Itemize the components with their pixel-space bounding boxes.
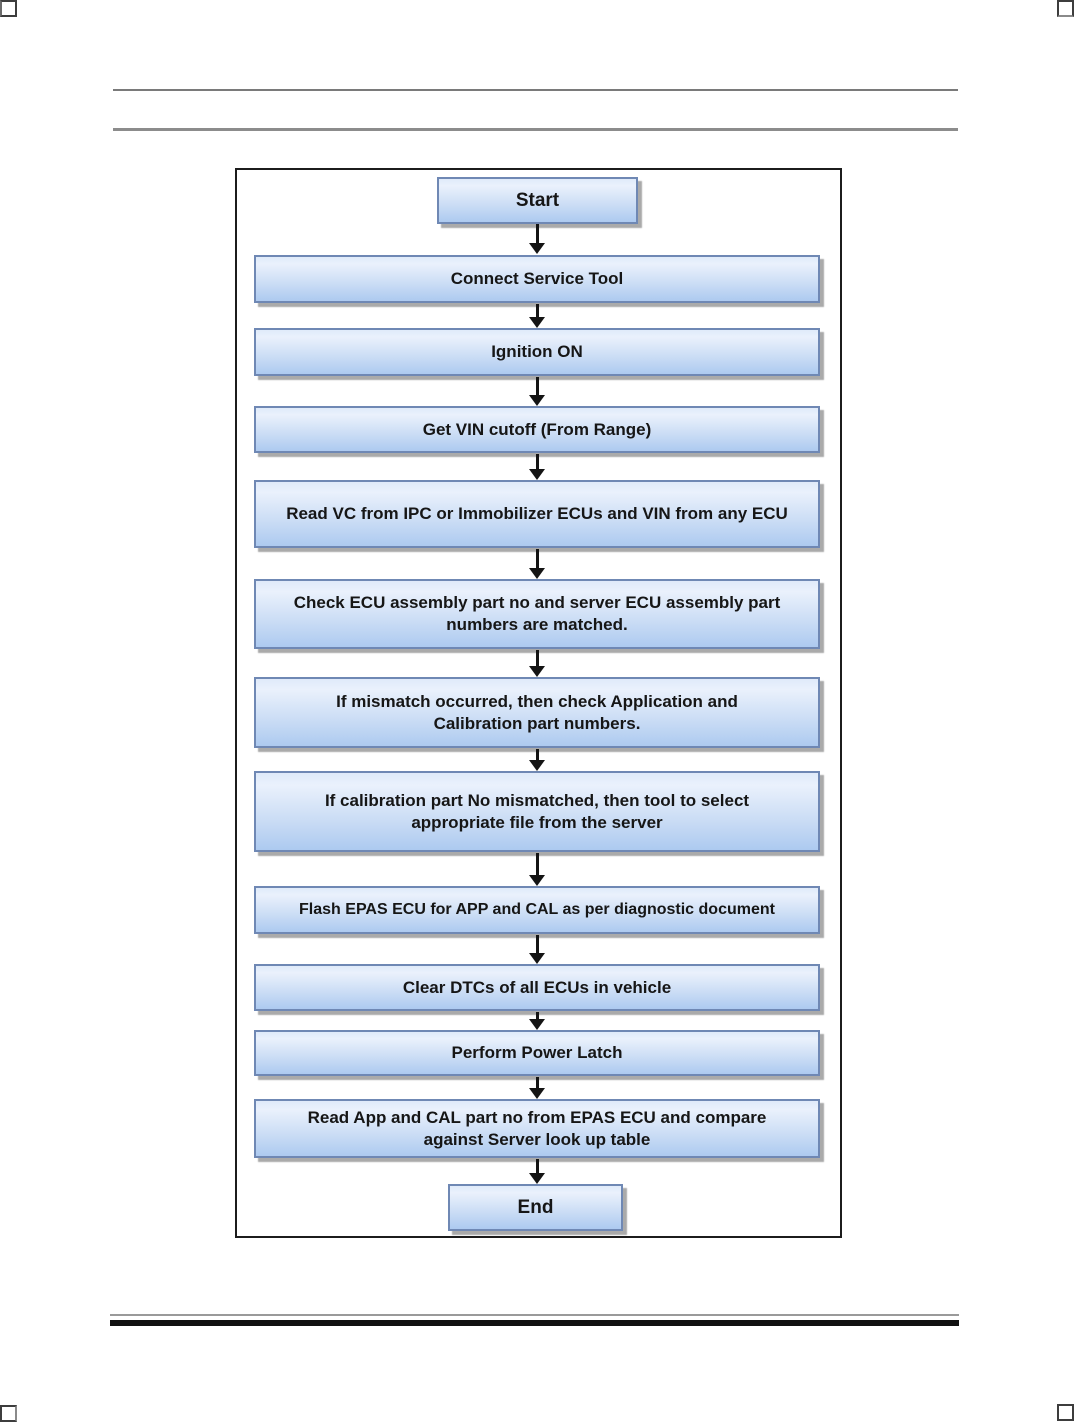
flow-node-label: Clear DTCs of all ECUs in vehicle bbox=[402, 977, 672, 997]
flow-node-label: Check ECU assembly part no and server EC… bbox=[293, 593, 781, 634]
flow-node-label: Read VC from IPC or Immobilizer ECUs and… bbox=[286, 504, 788, 523]
flow-node-label: Flash EPAS ECU for APP and CAL as per di… bbox=[299, 901, 775, 918]
flow-node-clear-dtcs: Clear DTCs of all ECUs in vehicle bbox=[254, 964, 820, 1011]
flow-node-get-vin-cutoff: Get VIN cutoff (From Range) bbox=[254, 406, 820, 453]
flow-node-check-assembly: Check ECU assembly part no and server EC… bbox=[254, 579, 820, 649]
flow-node-label: Read App and CAL part no from EPAS ECU a… bbox=[307, 1107, 767, 1149]
flow-node-mismatch-check: If mismatch occurred, then check Applica… bbox=[254, 677, 820, 748]
arrow-down-icon bbox=[529, 650, 545, 677]
flow-node-label: Ignition ON bbox=[491, 342, 583, 361]
arrow-down-icon bbox=[529, 935, 545, 964]
flow-node-connect-service-tool: Connect Service Tool bbox=[254, 255, 820, 303]
arrow-down-icon bbox=[529, 749, 545, 771]
arrow-down-icon bbox=[529, 224, 545, 254]
flow-node-power-latch: Perform Power Latch bbox=[254, 1030, 820, 1076]
flow-node-read-app-cal: Read App and CAL part no from EPAS ECU a… bbox=[254, 1099, 820, 1158]
flow-node-ignition-on: Ignition ON bbox=[254, 328, 820, 376]
flow-node-flash-epas: Flash EPAS ECU for APP and CAL as per di… bbox=[254, 886, 820, 934]
corner-mark-bottom-right-icon bbox=[1057, 1404, 1074, 1421]
header-rule-bottom bbox=[113, 128, 958, 131]
arrow-down-icon bbox=[529, 1012, 545, 1030]
flow-node-label: Get VIN cutoff (From Range) bbox=[422, 419, 652, 439]
flow-node-cal-mismatch: If calibration part No mismatched, then … bbox=[254, 771, 820, 852]
flow-node-label: If mismatch occurred, then check Applica… bbox=[336, 691, 738, 733]
corner-mark-top-right-icon bbox=[1057, 0, 1074, 17]
corner-mark-top-left-icon bbox=[0, 0, 17, 17]
flow-node-end-label: End bbox=[517, 1196, 554, 1218]
arrow-down-icon bbox=[529, 1159, 545, 1184]
flow-node-start: Start bbox=[437, 177, 638, 224]
flow-node-end: End bbox=[448, 1184, 623, 1231]
flow-node-label: Perform Power Latch bbox=[451, 1043, 623, 1062]
flow-node-read-vc: Read VC from IPC or Immobilizer ECUs and… bbox=[254, 480, 820, 548]
arrow-down-icon bbox=[529, 377, 545, 406]
corner-mark-bottom-left-icon bbox=[0, 1405, 17, 1422]
arrow-down-icon bbox=[529, 304, 545, 328]
footer-rule-thin bbox=[110, 1314, 959, 1316]
arrow-down-icon bbox=[529, 454, 545, 480]
arrow-down-icon bbox=[529, 549, 545, 579]
flow-node-label: If calibration part No mismatched, then … bbox=[324, 790, 750, 832]
flow-node-label: Connect Service Tool bbox=[450, 269, 624, 288]
header-rule-top bbox=[113, 89, 958, 91]
arrow-down-icon bbox=[529, 1077, 545, 1099]
flow-node-start-label: Start bbox=[515, 189, 560, 211]
arrow-down-icon bbox=[529, 853, 545, 886]
footer-rule-thick bbox=[110, 1320, 959, 1326]
